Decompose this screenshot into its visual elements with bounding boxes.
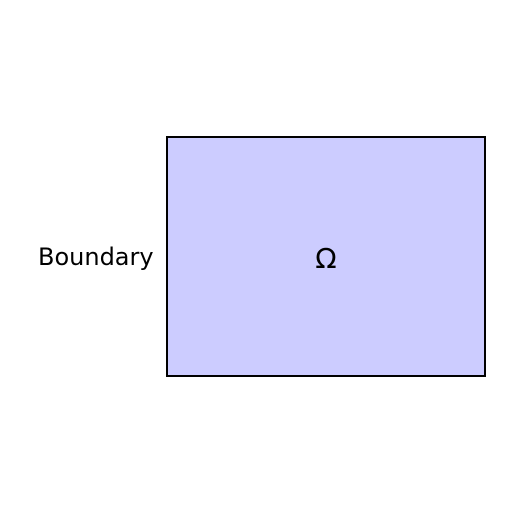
boundary-label: Boundary [38, 243, 154, 271]
domain-region: Ω [166, 136, 486, 377]
domain-symbol: Ω [315, 242, 337, 275]
